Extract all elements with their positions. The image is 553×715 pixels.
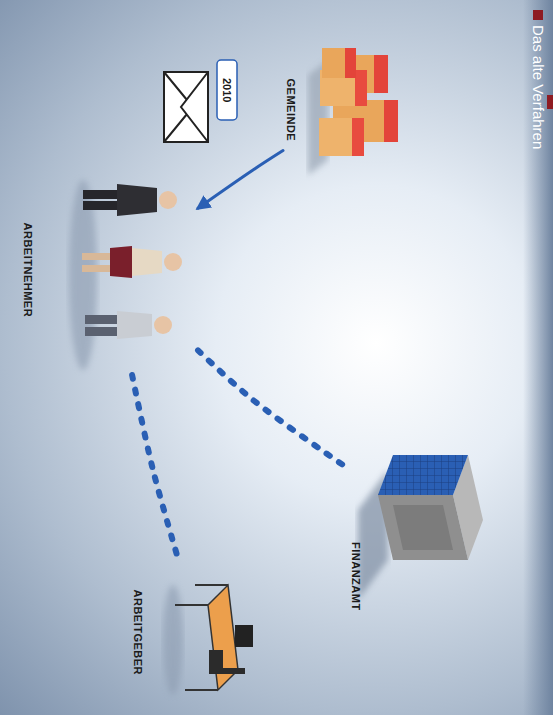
corner-bar xyxy=(547,95,553,109)
place-label: ARBEITGEBER xyxy=(132,590,144,676)
flow-arrow xyxy=(198,151,283,209)
town-houses xyxy=(308,48,398,175)
employees-figures xyxy=(69,180,182,370)
employer-desk xyxy=(163,585,253,695)
scene-node: ARBEITGEBER xyxy=(130,560,268,705)
title-text: Das alte Verfahren xyxy=(530,25,547,149)
diagram-title: Das alte Verfahren xyxy=(530,10,547,149)
place-label: ARBEITNEHMER xyxy=(22,223,34,318)
scene-node: ARBEITNEHMER xyxy=(20,165,198,375)
scene-node: GEMEINDE xyxy=(283,40,408,180)
tax-office-building xyxy=(358,455,483,600)
footprint-trail xyxy=(198,350,348,468)
scene-node: FINANZAMT xyxy=(348,430,498,615)
place-label: GEMEINDE xyxy=(285,79,297,142)
letter-envelope xyxy=(164,60,237,142)
footprint-trail xyxy=(132,375,178,560)
place-label: FINANZAMT xyxy=(350,542,362,611)
year-label: 2010 xyxy=(221,78,233,102)
title-marker xyxy=(534,10,544,20)
